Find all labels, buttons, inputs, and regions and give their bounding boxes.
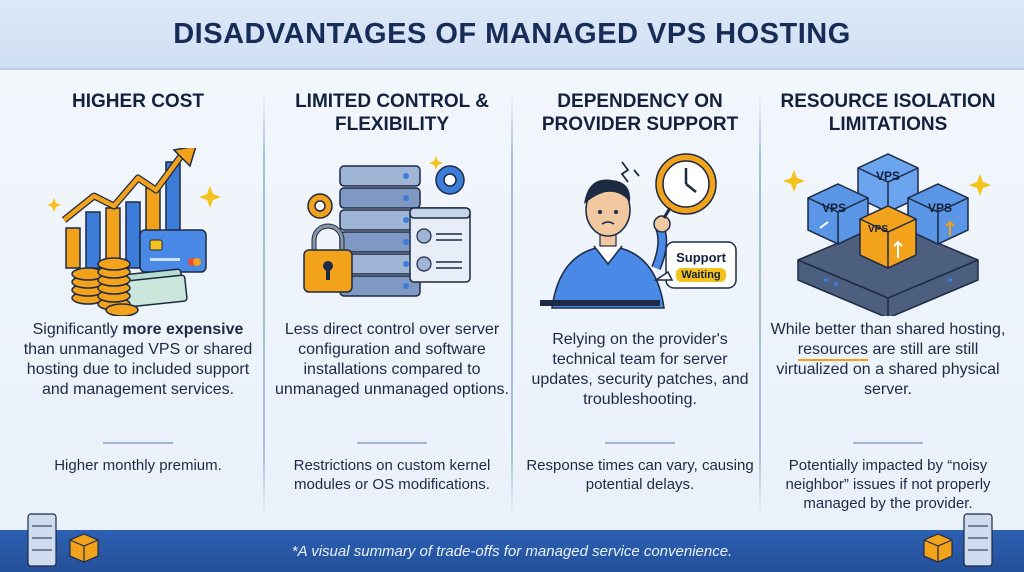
column-description: Less direct control over server configur… <box>275 321 509 398</box>
column-divider <box>263 92 265 517</box>
section-rule <box>103 442 173 444</box>
column-dependency: DEPENDENCY ON PROVIDER SUPPORT <box>516 80 764 520</box>
column-heading: DEPENDENCY ON PROVIDER SUPPORT <box>541 91 739 135</box>
vps-label-center: VPS <box>868 224 888 235</box>
title-bar: DISADVANTAGES OF MANAGED VPS HOSTING <box>0 0 1024 70</box>
column-divider <box>511 92 513 517</box>
column-note: Higher monthly premium. <box>54 457 222 474</box>
cost-chart-illustration <box>47 148 221 316</box>
column-divider <box>759 92 761 517</box>
column-note: Response times can vary, causing potenti… <box>526 457 754 493</box>
vps-cubes-illustration: VPS VPS VPS VPS <box>783 153 991 316</box>
column-description: While better than shared hosting, resour… <box>770 321 1006 398</box>
support-bubble-status: Waiting <box>681 269 721 281</box>
vps-label-top: VPS <box>876 169 900 183</box>
waiting-person-illustration <box>540 153 737 309</box>
section-rule <box>605 442 675 444</box>
support-bubble-title: Support <box>676 250 726 265</box>
server-lock-illustration <box>303 156 471 297</box>
section-rule <box>853 442 923 444</box>
section-rule <box>357 442 427 444</box>
footer-banner: *A visual summary of trade-offs for mana… <box>0 530 1024 572</box>
column-resource-isolation: RESOURCE ISOLATION LIMITATIONS <box>764 80 1012 520</box>
vps-label-right: VPS <box>928 201 952 215</box>
column-limited-control: LIMITED CONTROL & FLEXIBILITY <box>268 80 516 520</box>
column-description: Significantly more expensive than unmana… <box>23 321 253 398</box>
column-note: Potentially impacted by “noisy neighbor”… <box>785 457 991 512</box>
column-heading: RESOURCE ISOLATION LIMITATIONS <box>780 91 996 135</box>
vps-label-left: VPS <box>822 201 846 215</box>
column-description: Relying on the provider's technical team… <box>531 331 749 408</box>
page-title: DISADVANTAGES OF MANAGED VPS HOSTING <box>173 17 851 50</box>
column-heading: LIMITED CONTROL & FLEXIBILITY <box>295 91 489 135</box>
server-rack-icon <box>923 513 993 567</box>
server-rack-icon <box>27 513 99 567</box>
footer-caption: *A visual summary of trade-offs for mana… <box>291 542 733 560</box>
column-heading: HIGHER COST <box>72 91 204 112</box>
column-note: Restrictions on custom kernel modules or… <box>293 457 491 493</box>
column-higher-cost: HIGHER COST <box>14 80 262 520</box>
